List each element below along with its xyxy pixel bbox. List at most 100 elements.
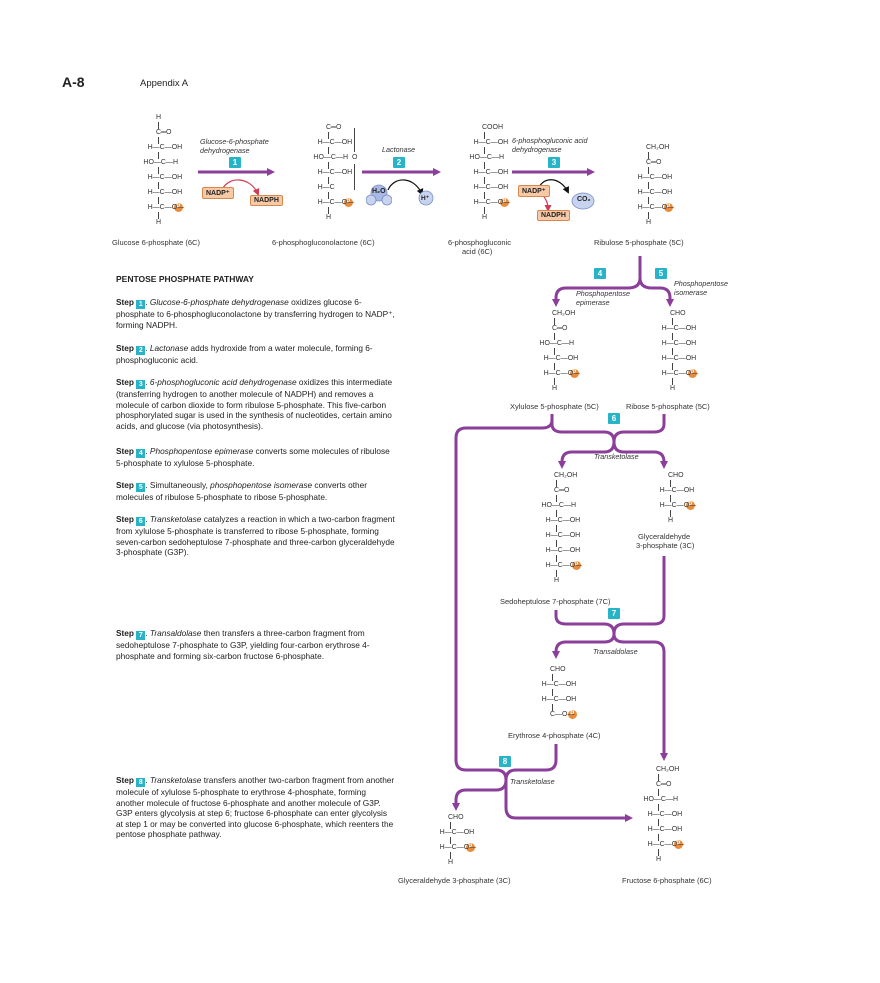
bond-line: [554, 348, 555, 355]
structure-row-text: H—C: [317, 184, 335, 191]
structure-row: H—C—OH: [526, 517, 606, 525]
structure-row-text: H—C—OH: [661, 325, 697, 332]
bond-line: [552, 674, 553, 681]
enzyme-label-6: Transketolase: [594, 452, 639, 461]
step-word: Step: [116, 480, 134, 490]
bond-line: [158, 137, 159, 144]
structure-row-text: H—C—O—: [317, 199, 355, 206]
structure-row: H—C—O—: [642, 370, 722, 378]
structure-row: H: [640, 517, 720, 525]
arrow-merge-6-right: [612, 414, 666, 443]
structure-row-text: C═O: [552, 325, 568, 332]
structure-row: CH₂OH: [524, 310, 604, 318]
step-text: adds hydroxide from a water molecule, fo…: [116, 343, 373, 365]
step-word: Step: [116, 514, 134, 524]
bond-line: [328, 147, 329, 154]
structure-row: H—C—O—: [640, 502, 720, 510]
structure-row-text: H: [552, 385, 558, 392]
structure-row-text: H—C—OH: [439, 829, 475, 836]
structure-row: C═O: [628, 781, 708, 789]
bond-line: [158, 182, 159, 189]
pathway-title: PENTOSE PHOSPHATE PATHWAY: [116, 274, 254, 284]
bond-line: [672, 363, 673, 370]
structure-row: H—C—O—: [448, 199, 528, 207]
structure-row: H—C—OH: [292, 139, 372, 147]
step-word: Step: [116, 377, 134, 387]
step-text: converts some molecules of ribulose 5-ph…: [116, 446, 390, 468]
structure-row-text: HO—C—H: [143, 159, 179, 166]
bond-line: [554, 378, 555, 385]
step-badge-4: 4: [594, 268, 606, 279]
structure-row: C═O: [118, 129, 198, 137]
glyceraldehyde-3-phosphate-label-b: Glyceraldehyde 3-phosphate (3C): [398, 876, 511, 885]
bond-line: [672, 378, 673, 385]
bond-line: [672, 333, 673, 340]
structure-row-text: H—C—O—: [439, 844, 477, 851]
step-word: Step: [116, 775, 134, 785]
structure-row-text: C═O: [554, 487, 570, 494]
structure-row-text: H—C—OH: [541, 681, 577, 688]
structure-row-text: H—C—OH: [661, 340, 697, 347]
step-badge-5: 5: [655, 268, 667, 279]
appendix-title: Appendix A: [140, 78, 189, 89]
step-word: Step: [116, 297, 134, 307]
step-enzyme: 6-phosphogluconic acid dehydrogenase: [149, 377, 297, 387]
phosphate-icon: P: [663, 203, 673, 212]
structure-row: H: [612, 219, 692, 227]
bond-line: [672, 348, 673, 355]
glyceraldehyde-label-1: Glyceraldehyde: [638, 532, 691, 541]
arrow-merge-7-right: [612, 556, 666, 635]
bond-line: [658, 789, 659, 796]
structure-row-text: H: [554, 577, 560, 584]
structure-row-text: H—C—OH: [147, 174, 183, 181]
structure-row: H—C: [292, 184, 372, 192]
phosphate-icon: P: [571, 561, 581, 570]
structure-row: H: [118, 219, 198, 227]
structure-row-text: C═O: [326, 124, 342, 131]
bond-line: [556, 570, 557, 577]
bond-line: [670, 510, 671, 517]
nadph-box-1: NADPH: [250, 195, 283, 206]
structure-row-text: H—C—OH: [661, 355, 697, 362]
structure-row: H—C—OH: [448, 169, 528, 177]
structure-row: H—C—O—: [420, 844, 500, 852]
arrow-erythrose-to-8: [504, 744, 558, 781]
arrow-merge-7-left: [554, 610, 616, 635]
step-badge: 6: [136, 517, 146, 526]
step-prefix: . Simultaneously,: [145, 480, 211, 490]
structure-row-text: H: [156, 219, 162, 226]
step-desc-8: Step 8. Transketolase transfers another …: [116, 775, 395, 839]
bond-line: [670, 495, 671, 502]
structure-row: H—C—OH: [448, 184, 528, 192]
step-badge: 1: [136, 300, 146, 309]
structure-row: H—C—OH: [612, 189, 692, 197]
structure-row: H—C—OH: [642, 340, 722, 348]
bond-line: [484, 207, 485, 214]
bond-line: [658, 804, 659, 811]
structure-row-text: H—C—O—: [147, 204, 185, 211]
step-badge: 4: [136, 449, 146, 458]
structure-row: H—C—O—: [612, 204, 692, 212]
bond-line: [648, 167, 649, 174]
bond-line: [670, 480, 671, 487]
phosphate-icon: P: [465, 843, 475, 852]
bond-line: [552, 704, 553, 711]
structure-row: COOH: [448, 124, 528, 132]
structure-row-text: H: [656, 856, 662, 863]
step-desc-7: Step 7. Transaldolase then transfers a t…: [116, 628, 370, 661]
bond-line: [484, 192, 485, 199]
bond-line: [556, 525, 557, 532]
step-text: oxidizes this intermediate (transferring…: [116, 377, 393, 431]
step-badge-3: 3: [548, 157, 560, 168]
structure-row: H—C—OH: [292, 169, 372, 177]
bond-line: [484, 147, 485, 154]
arrow-to-g3p-a: [612, 441, 668, 469]
ribulose-5-phosphate-label: Ribulose 5-phosphate (5C): [594, 238, 684, 247]
fructose-6-phosphate-label: Fructose 6-phosphate (6C): [622, 876, 712, 885]
step-enzyme: Lactonase: [149, 343, 189, 353]
